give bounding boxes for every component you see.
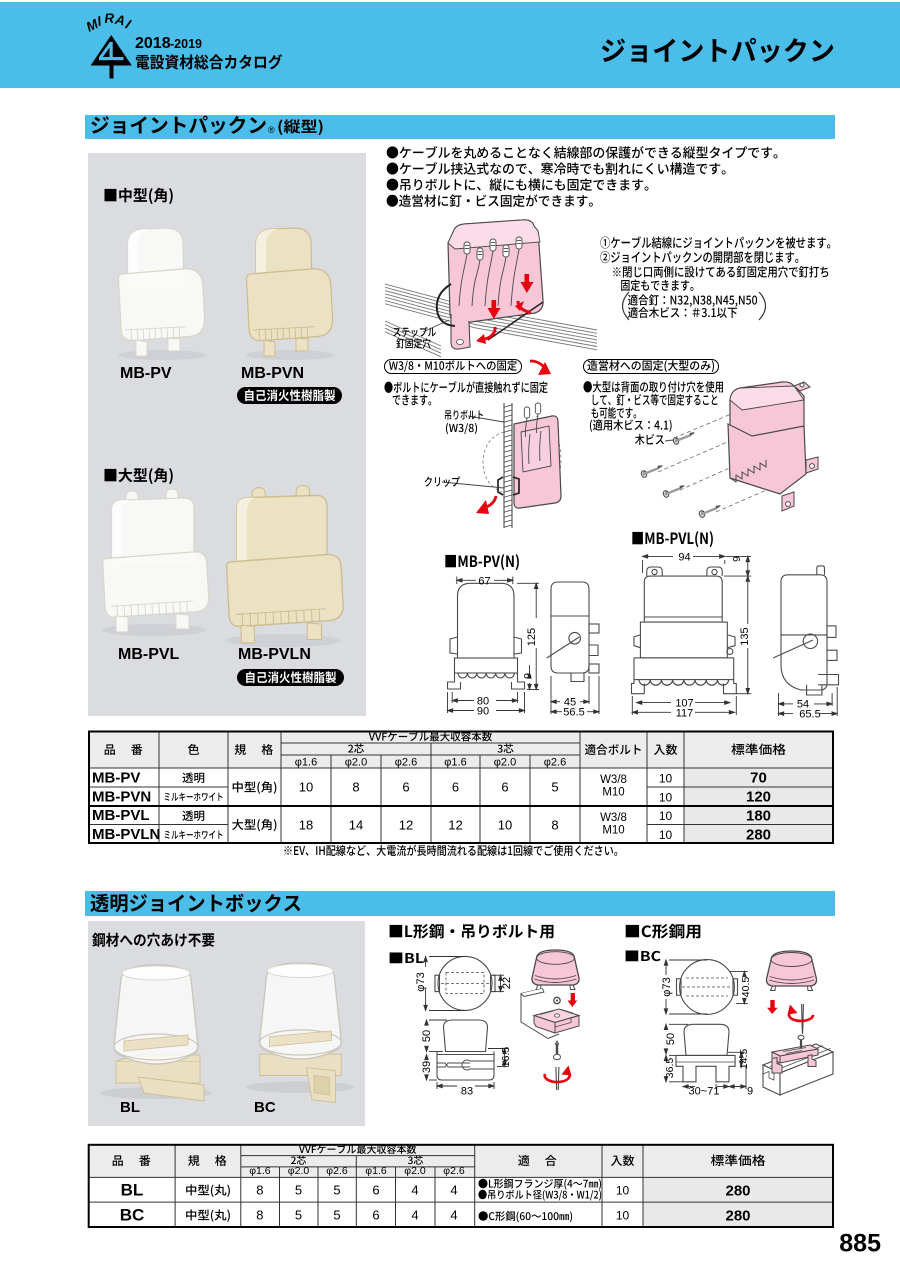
svg-text:12: 12	[399, 818, 413, 833]
svg-text:67: 67	[478, 575, 490, 587]
svg-text:90: 90	[477, 706, 489, 718]
svg-text:φ2.6: φ2.6	[443, 1165, 465, 1177]
svg-text:9: 9	[747, 1086, 753, 1098]
svg-text:83: 83	[461, 1086, 473, 1098]
svg-text:4: 4	[411, 1183, 418, 1198]
svg-text:φ2.0: φ2.0	[404, 1165, 426, 1177]
svg-text:135: 135	[739, 627, 751, 645]
svg-text:10: 10	[616, 1209, 630, 1223]
svg-text:885: 885	[839, 1230, 881, 1258]
svg-text:5: 5	[551, 780, 558, 795]
svg-text:107: 107	[675, 698, 693, 710]
svg-text:R: R	[104, 11, 115, 26]
svg-text:9: 9	[731, 556, 743, 562]
svg-text:W3/8: W3/8	[600, 774, 627, 786]
svg-text:10: 10	[659, 828, 673, 842]
svg-text:BL: BL	[120, 1099, 140, 1116]
svg-text:80: 80	[477, 696, 489, 708]
svg-text:56.5: 56.5	[563, 707, 584, 719]
svg-text:8: 8	[256, 1183, 263, 1198]
svg-text:36.5: 36.5	[664, 1058, 676, 1079]
svg-text:φ73: φ73	[661, 977, 673, 996]
svg-text:94: 94	[678, 551, 690, 563]
svg-text:6: 6	[452, 780, 459, 795]
svg-text:φ2.0: φ2.0	[288, 1165, 310, 1177]
svg-text:14: 14	[349, 818, 363, 833]
svg-text:280: 280	[746, 827, 771, 844]
svg-text:φ2.0: φ2.0	[345, 757, 367, 769]
svg-text:120: 120	[746, 789, 771, 806]
svg-text:®: ®	[268, 125, 275, 135]
svg-text:2018: 2018	[135, 35, 171, 52]
svg-text:8: 8	[256, 1208, 263, 1223]
svg-text:125: 125	[526, 628, 538, 646]
svg-text:16.5: 16.5	[500, 1047, 512, 1068]
svg-text:MB-PVL: MB-PVL	[92, 807, 150, 824]
svg-text:M10: M10	[602, 787, 624, 799]
svg-text:MB-PV: MB-PV	[92, 770, 140, 787]
svg-text:5: 5	[333, 1208, 340, 1223]
svg-text:10: 10	[616, 1184, 630, 1198]
svg-text:10: 10	[659, 809, 673, 823]
svg-text:φ2.6: φ2.6	[544, 757, 566, 769]
svg-text:8: 8	[551, 818, 558, 833]
svg-text:φ2.6: φ2.6	[326, 1165, 348, 1177]
svg-text:5: 5	[295, 1208, 302, 1223]
svg-text:5: 5	[295, 1183, 302, 1198]
svg-text:MB-PV: MB-PV	[120, 365, 172, 382]
svg-text:MB-PVLN: MB-PVLN	[92, 826, 160, 843]
svg-text:9: 9	[522, 673, 534, 679]
svg-text:30~71: 30~71	[689, 1086, 720, 1098]
svg-text:6: 6	[372, 1208, 379, 1223]
svg-text:φ1.6: φ1.6	[295, 757, 317, 769]
svg-text:MB-PVN: MB-PVN	[241, 365, 304, 382]
svg-text:10: 10	[659, 772, 673, 786]
svg-text:22: 22	[501, 977, 513, 989]
svg-text:117: 117	[676, 708, 694, 720]
svg-text:-2019: -2019	[170, 37, 202, 51]
svg-text:φ1.6: φ1.6	[365, 1165, 387, 1177]
svg-text:280: 280	[725, 1208, 750, 1225]
svg-text:180: 180	[746, 808, 771, 825]
svg-text:40.5: 40.5	[740, 977, 752, 998]
svg-text:18: 18	[299, 818, 313, 833]
svg-text:280: 280	[725, 1183, 750, 1200]
svg-text:65.5: 65.5	[799, 709, 820, 721]
svg-text:39: 39	[421, 1061, 433, 1073]
svg-text:φ73: φ73	[415, 972, 427, 991]
svg-text:5: 5	[333, 1183, 340, 1198]
svg-text:14.5: 14.5	[738, 1049, 750, 1070]
svg-text:10: 10	[299, 780, 313, 795]
svg-text:φ1.6: φ1.6	[444, 757, 466, 769]
svg-text:I: I	[123, 17, 133, 32]
svg-text:φ2.0: φ2.0	[494, 757, 516, 769]
svg-text:12: 12	[448, 818, 462, 833]
svg-text:70: 70	[750, 770, 767, 787]
svg-text:50: 50	[421, 1030, 433, 1042]
svg-text:6: 6	[402, 780, 409, 795]
svg-text:54: 54	[797, 699, 809, 711]
svg-text:I: I	[96, 13, 104, 29]
svg-text:BL: BL	[121, 1181, 144, 1200]
svg-text:10: 10	[659, 791, 673, 805]
svg-text:4: 4	[450, 1208, 457, 1223]
svg-text:φ1.6: φ1.6	[249, 1165, 271, 1177]
svg-text:MB-PVN: MB-PVN	[92, 789, 151, 806]
svg-text:W3/8: W3/8	[600, 812, 627, 824]
svg-text:4: 4	[411, 1208, 418, 1223]
svg-text:A: A	[113, 12, 127, 29]
svg-text:MB-PVL: MB-PVL	[118, 646, 180, 663]
svg-text:6: 6	[372, 1183, 379, 1198]
svg-text:BC: BC	[254, 1099, 276, 1116]
svg-text:45: 45	[564, 697, 576, 709]
svg-text:10: 10	[498, 818, 512, 833]
svg-text:φ2.6: φ2.6	[395, 757, 417, 769]
svg-text:50: 50	[665, 1033, 677, 1045]
svg-text:M10: M10	[602, 825, 624, 837]
svg-text:BC: BC	[120, 1206, 145, 1225]
svg-text:8: 8	[352, 780, 359, 795]
svg-text:MB-PVLN: MB-PVLN	[238, 646, 311, 663]
svg-text:4: 4	[450, 1183, 457, 1198]
svg-text:6: 6	[501, 780, 508, 795]
